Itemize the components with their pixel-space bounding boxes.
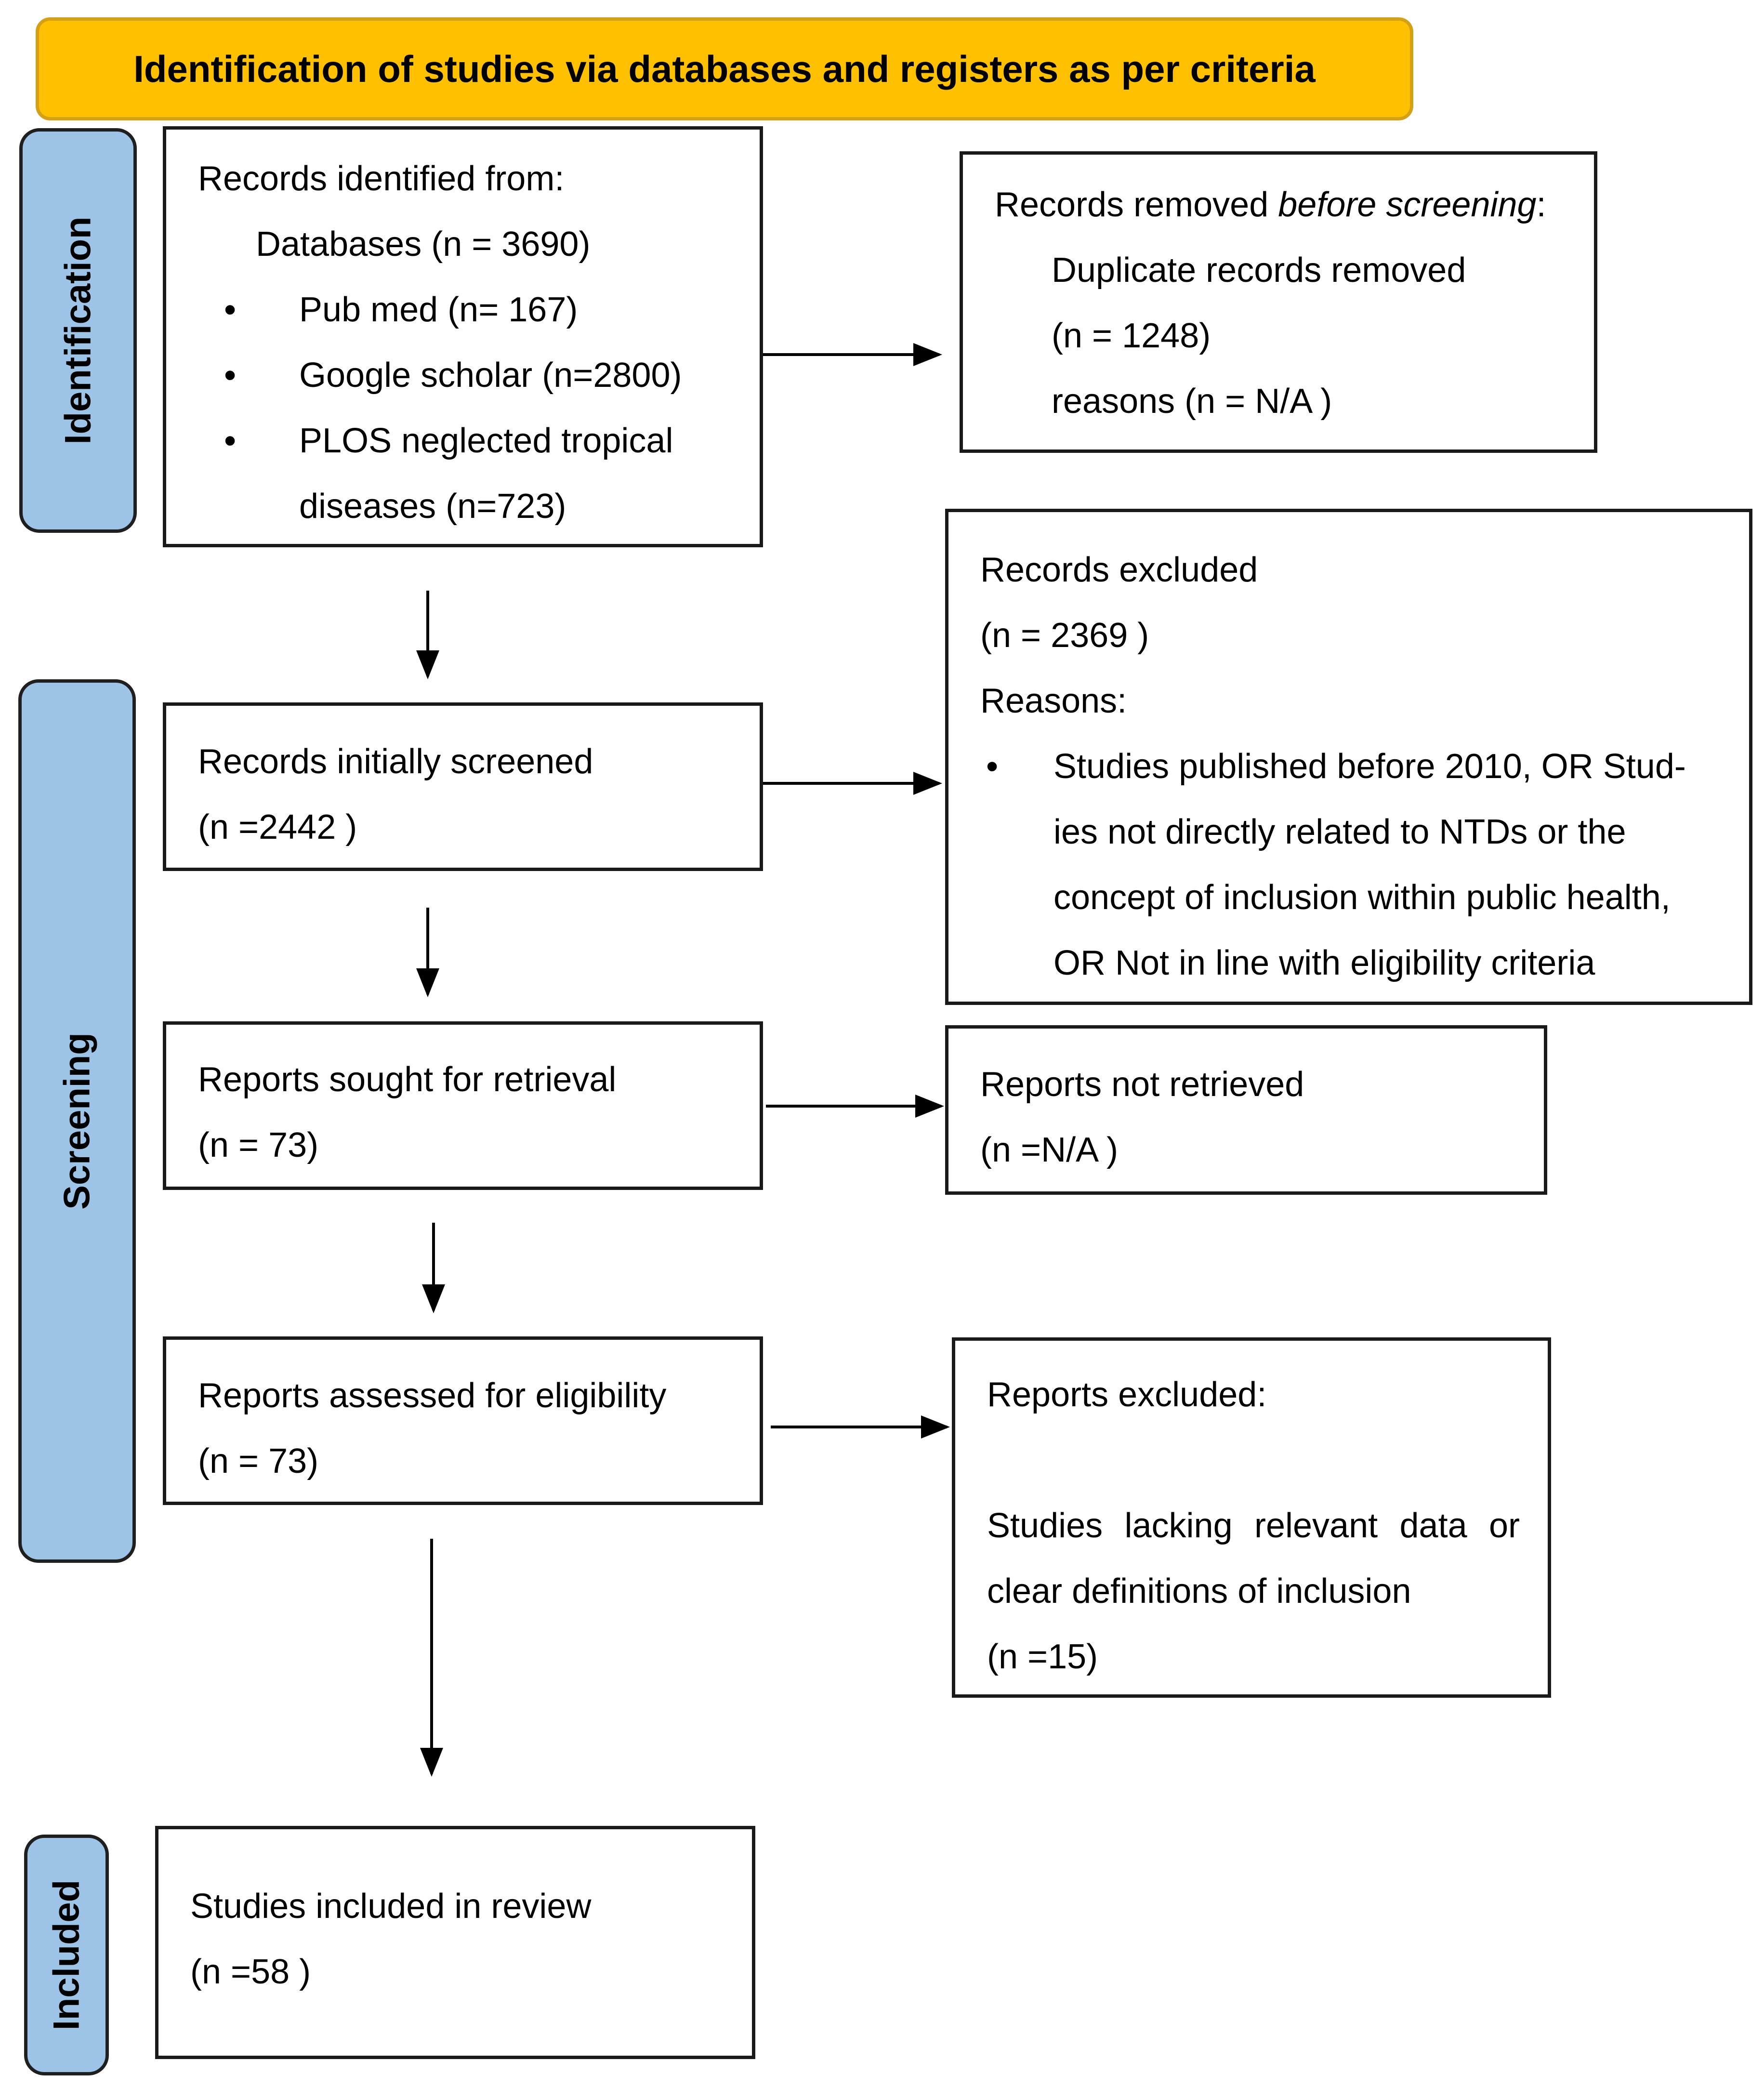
- reports-assessed-count: (n = 73): [198, 1442, 319, 1480]
- exclusion-reason-line: Studies published before 2010, OR Stud-: [1053, 747, 1686, 786]
- source-item-continued: diseases (n=723): [299, 487, 566, 526]
- bullet-icon: •: [224, 291, 237, 329]
- reports-sought-heading: Reports sought for retrieval: [198, 1060, 617, 1099]
- bullet-icon: •: [986, 747, 999, 786]
- not-retrieved-heading: Reports not retrieved: [980, 1065, 1304, 1104]
- records-identified-heading: Records identified from:: [198, 159, 565, 198]
- records-excluded-box: Records excluded (n = 2369 ) Reasons: • S…: [945, 509, 1752, 1005]
- source-item: PLOS neglected tropical: [299, 422, 673, 460]
- source-item: Google scholar (n=2800): [299, 356, 682, 395]
- bullet-icon: •: [224, 422, 237, 460]
- exclusion-reason-line: concept of inclusion within public healt…: [1053, 878, 1671, 917]
- records-screened-box: Records initially screened (n =2442 ): [163, 702, 763, 871]
- reports-not-retrieved-box: Reports not retrieved (n =N/A ): [945, 1025, 1547, 1195]
- records-identified-box: Records identified from: Databases (n = …: [163, 126, 763, 547]
- not-retrieved-count: (n =N/A ): [980, 1131, 1119, 1169]
- reports-assessed-box: Reports assessed for eligibility (n = 73…: [163, 1336, 763, 1505]
- exclusion-reason-line: ies not directly related to NTDs or the: [1053, 813, 1626, 851]
- exclusion-reason-line: OR Not in line with eligibility criteria: [1053, 944, 1595, 982]
- reports-sought-count: (n = 73): [198, 1126, 319, 1164]
- reports-excluded-count: (n =15): [987, 1638, 1098, 1676]
- studies-included-box: Studies included in review (n =58 ): [155, 1826, 755, 2059]
- records-screened-heading: Records initially screened: [198, 742, 593, 781]
- reasons-label: Reasons:: [980, 682, 1127, 720]
- records-excluded-heading: Records excluded: [980, 551, 1258, 589]
- flow-header-title: Identification of studies via databases …: [133, 47, 1316, 90]
- databases-count: Databases (n = 3690): [256, 225, 591, 264]
- records-removed-heading: Records removed before screening:: [995, 185, 1546, 224]
- studies-included-count: (n =58 ): [190, 1953, 311, 1991]
- reports-excluded-box: Reports excluded: Studies lacking releva…: [952, 1337, 1551, 1698]
- removed-reasons: reasons (n = N/A ): [1052, 382, 1332, 421]
- reports-sought-box: Reports sought for retrieval (n = 73): [163, 1021, 763, 1190]
- duplicates-line: Duplicate records removed: [1052, 251, 1466, 290]
- studies-included-heading: Studies included in review: [190, 1887, 592, 1926]
- reports-assessed-heading: Reports assessed for eligibility: [198, 1376, 667, 1415]
- bullet-icon: •: [224, 356, 237, 395]
- reports-excluded-reason-line: clear definitions of inclusion: [987, 1572, 1411, 1611]
- duplicates-count: (n = 1248): [1052, 317, 1211, 355]
- records-removed-box: Records removed before screening: Duplic…: [960, 151, 1597, 453]
- phase-identification: Identification: [19, 128, 137, 533]
- phase-included: Included: [24, 1835, 109, 2075]
- reports-excluded-heading: Reports excluded:: [987, 1375, 1267, 1414]
- source-item: Pub med (n= 167): [299, 291, 578, 329]
- records-screened-count: (n =2442 ): [198, 808, 357, 846]
- records-excluded-count: (n = 2369 ): [980, 616, 1149, 655]
- reports-excluded-reason-line: Studies lacking relevant data or: [987, 1506, 1520, 1545]
- phase-screening: Screening: [18, 679, 136, 1563]
- before-screening-emphasis: before screening: [1278, 185, 1537, 224]
- flow-header: Identification of studies via databases …: [36, 17, 1413, 120]
